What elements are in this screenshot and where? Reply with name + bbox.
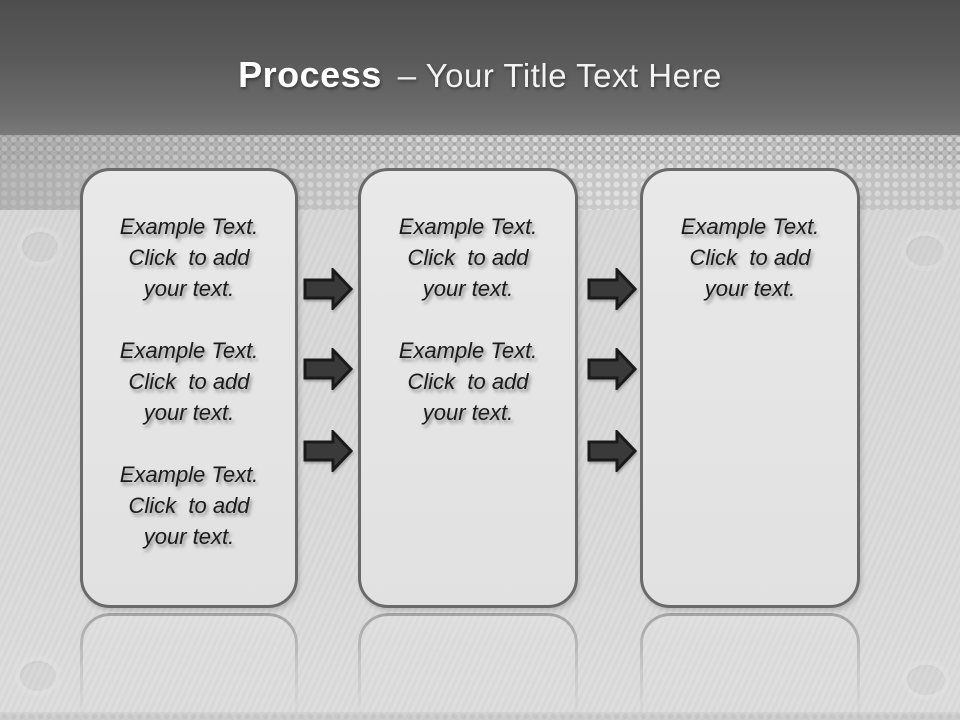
arrow-right-icon: [303, 430, 353, 472]
placeholder-text[interactable]: Example Text. Click to add your text.: [119, 338, 259, 425]
process-box-2[interactable]: Example Text. Click to add your text. Ex…: [358, 168, 578, 608]
placeholder-text[interactable]: Example Text. Click to add your text.: [680, 214, 820, 301]
slide-header-band: Process – Your Title Text Here: [0, 0, 960, 135]
box-reflection: [640, 613, 860, 720]
title-topic-text: Process: [238, 53, 382, 95]
process-box-1[interactable]: Example Text. Click to add your text. Ex…: [80, 168, 298, 608]
decorative-circle: [17, 227, 63, 267]
decorative-circle: [902, 660, 950, 700]
arrow-right-icon: [587, 430, 637, 472]
box-reflection: [80, 613, 298, 720]
process-box-3[interactable]: Example Text. Click to add your text.: [640, 168, 860, 608]
box-reflection: [358, 613, 578, 720]
placeholder-text[interactable]: Example Text. Click to add your text.: [119, 462, 259, 549]
placeholder-text[interactable]: Example Text. Click to add your text.: [398, 214, 538, 301]
arrow-right-icon: [303, 268, 353, 310]
placeholder-text[interactable]: Example Text. Click to add your text.: [398, 338, 538, 425]
title-placeholder-text: – Your Title Text Here: [397, 56, 722, 94]
arrow-right-icon: [303, 348, 353, 390]
placeholder-text[interactable]: Example Text. Click to add your text.: [119, 214, 259, 301]
arrow-right-icon: [587, 348, 637, 390]
decorative-circle: [15, 656, 61, 696]
decorative-circle: [901, 231, 949, 271]
slide-title[interactable]: Process – Your Title Text Here: [238, 40, 722, 96]
arrow-right-icon: [587, 268, 637, 310]
